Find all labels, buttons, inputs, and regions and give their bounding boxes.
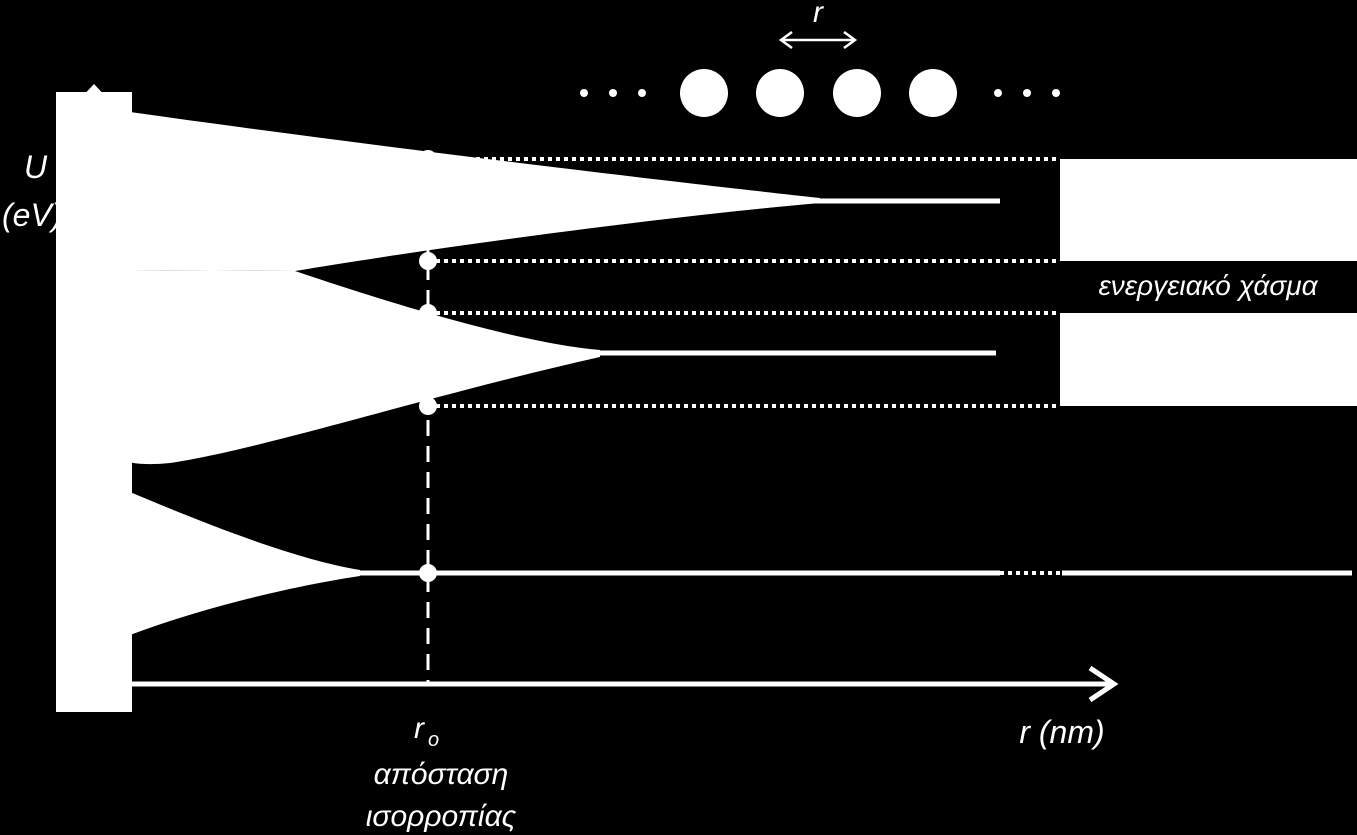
y-axis-label-line2: (eV): [2, 197, 62, 233]
atomic-levels: [355, 198, 1352, 576]
atom-spacing-label: r: [813, 0, 824, 29]
equilibrium-label: r o απόσταση ισορροπίας: [366, 712, 517, 833]
atom-4: [909, 69, 957, 117]
middle-band: [130, 270, 600, 465]
conduction-band-block: [1060, 159, 1357, 261]
atom-1: [680, 69, 728, 117]
band-edge-lines: [428, 157, 1060, 408]
atom-2: [756, 69, 804, 117]
valence-band-block: [1060, 313, 1357, 406]
atom-chain: r: [580, 0, 1060, 117]
atom-3: [833, 69, 881, 117]
lower-band: [130, 492, 360, 635]
upper-band: [130, 112, 820, 271]
energy-bands: [130, 112, 820, 635]
equilibrium-label-line2: ισορροπίας: [366, 800, 517, 833]
r0-symbol: r: [414, 712, 425, 745]
ellipsis-right: [994, 89, 1060, 97]
band-blocks: [1060, 159, 1357, 406]
r0-subscript: o: [428, 729, 439, 751]
y-axis-label: U (eV): [2, 149, 62, 233]
energy-gap-label: ενεργειακό χάσμα: [1098, 270, 1318, 301]
spacing-arrow-icon: [778, 30, 858, 50]
equilibrium-points: [419, 150, 437, 582]
ellipsis-left: [580, 89, 646, 97]
x-axis-arrow-icon: [1088, 665, 1119, 703]
x-axis-label: r (nm): [1019, 714, 1104, 750]
y-axis-label-line1: U: [24, 149, 48, 185]
equilibrium-label-line1: απόσταση: [374, 758, 509, 791]
x-axis: [130, 665, 1119, 703]
